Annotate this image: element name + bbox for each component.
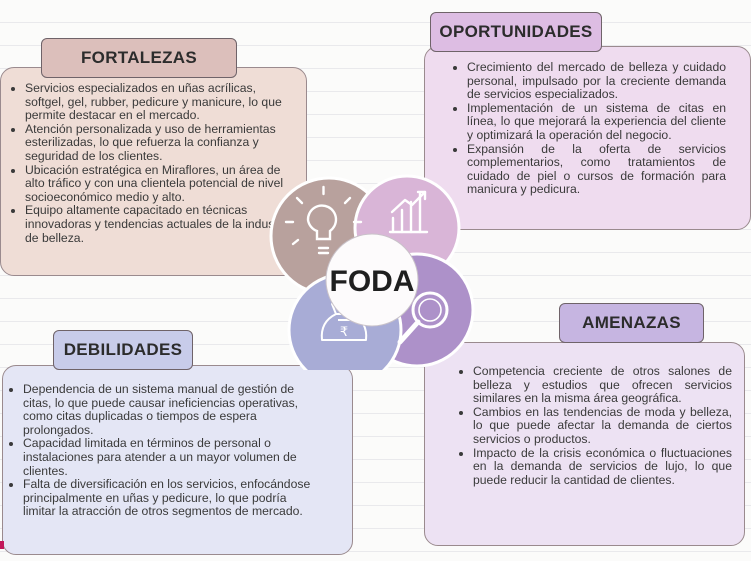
edge-marker (0, 541, 4, 549)
debilidades-list: Dependencia de un sistema manual de gest… (9, 382, 322, 519)
fortalezas-title: FORTALEZAS (41, 38, 237, 78)
list-item: Servicios especializados en uñas acrílic… (25, 81, 298, 123)
lightbulb-icon (284, 185, 363, 255)
amenazas-panel: Competencia creciente de otros salones d… (424, 342, 745, 546)
fortalezas-list: Servicios especializados en uñas acrílic… (11, 81, 298, 245)
debilidades-title: DEBILIDADES (53, 330, 193, 370)
amenazas-list: Competencia creciente de otros salones d… (459, 364, 732, 488)
list-item: Impacto de la crisis económica o fluctua… (473, 446, 732, 488)
list-item: Expansión de la oferta de servicios comp… (467, 142, 726, 197)
list-item: Equipo altamente capacitado en técnicas … (25, 204, 298, 245)
amenazas-title: AMENAZAS (559, 303, 704, 343)
magnifier-icon (397, 291, 449, 345)
list-item: Atención personalizada y uso de herramie… (25, 122, 298, 164)
foda-center-circle (325, 233, 419, 327)
oportunidades-list: Crecimiento del mercado de belleza y cui… (453, 60, 726, 197)
list-item: Cambios en las tendencias de moda y bell… (473, 405, 732, 447)
foda-center-label: FODA (330, 265, 415, 298)
list-item: Capacidad limitada en términos de person… (23, 437, 322, 478)
growth-chart-icon (388, 190, 429, 234)
oportunidades-title: OPORTUNIDADES (430, 12, 602, 52)
list-item: Ubicación estratégica en Miraflores, un … (25, 163, 298, 205)
fortalezas-panel: Servicios especializados en uñas acrílic… (0, 67, 307, 276)
svg-text:₹: ₹ (340, 325, 348, 340)
list-item: Dependencia de un sistema manual de gest… (23, 382, 322, 437)
oportunidades-panel: Crecimiento del mercado de belleza y cui… (424, 46, 751, 230)
list-item: Competencia creciente de otros salones d… (473, 364, 732, 406)
list-item: Implementación de un sistema de citas en… (467, 101, 726, 143)
list-item: Falta de diversificación en los servicio… (23, 477, 322, 519)
debilidades-panel: Dependencia de un sistema manual de gest… (2, 365, 353, 555)
foda-circle-diagram: ₹ FODA (269, 174, 475, 370)
list-item: Crecimiento del mercado de belleza y cui… (467, 60, 726, 102)
